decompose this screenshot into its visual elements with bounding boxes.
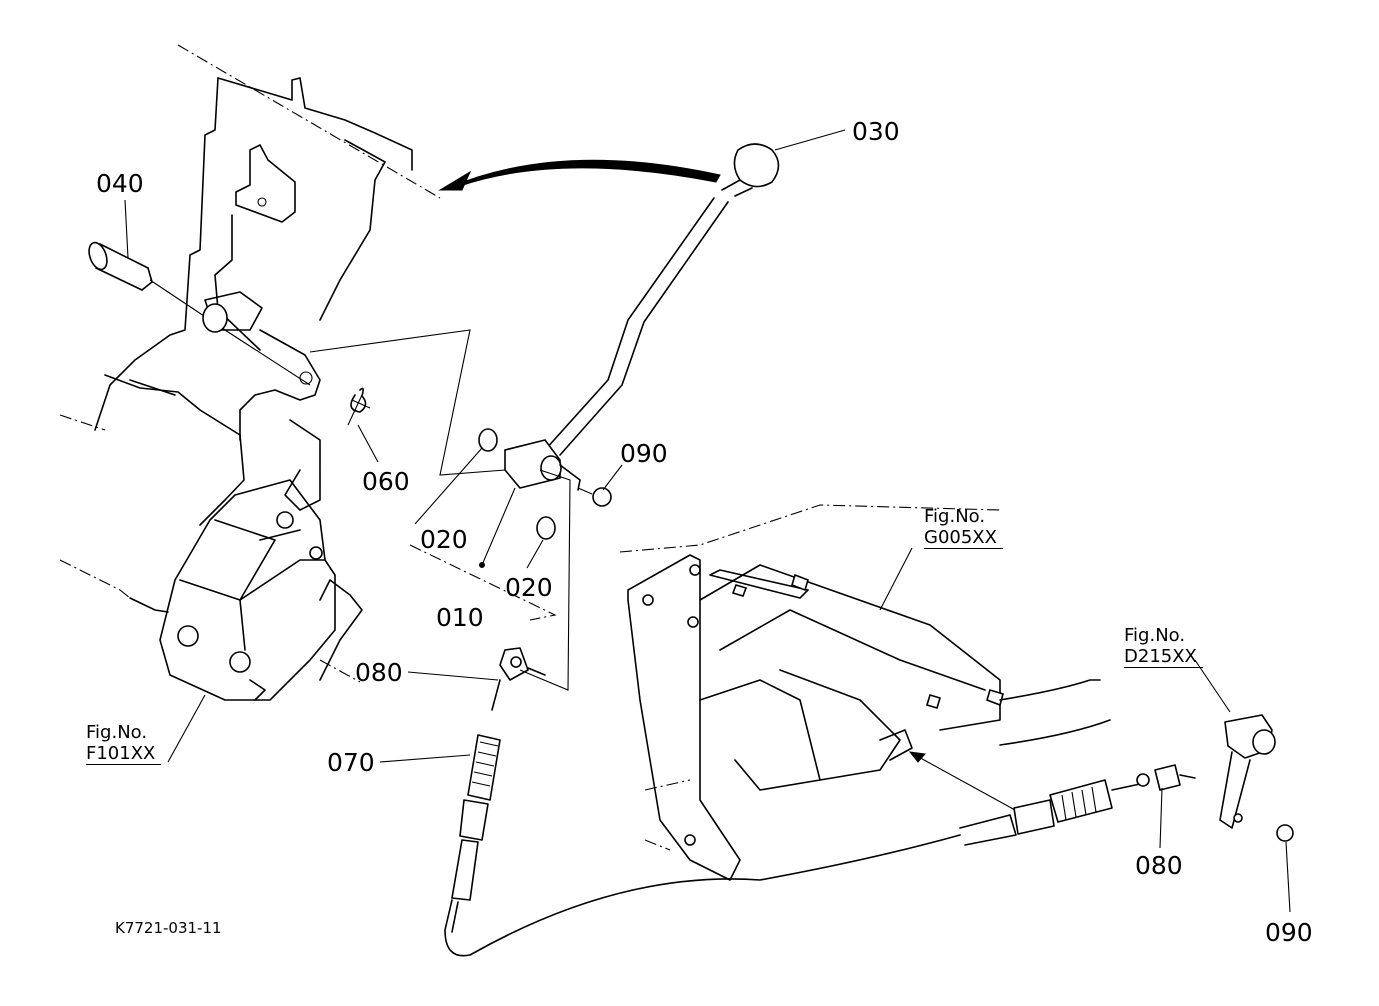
figure-ref-code: F101XX — [86, 743, 162, 766]
control-lever — [309, 143, 780, 691]
figure-ref-caption: Fig.No. — [924, 506, 986, 527]
drawing-code: K7721-031-11 — [115, 919, 222, 937]
part-label-070: 070 — [327, 748, 375, 777]
pin-040 — [88, 241, 311, 386]
right-frame-assembly — [619, 504, 1294, 881]
part-label-060: 060 — [362, 467, 410, 496]
control-cable — [444, 647, 1196, 957]
figure-ref-caption: Fig.No. — [1124, 625, 1186, 646]
part-label-080-left: 080 — [355, 658, 403, 687]
box-bracket — [159, 479, 336, 701]
part-label-090-lower: 090 — [1265, 918, 1313, 947]
part-label-010: 010 — [436, 603, 484, 632]
leader-lines — [124, 129, 1291, 913]
figure-ref-code: G005XX — [924, 527, 1003, 550]
part-label-040: 040 — [96, 169, 144, 198]
part-label-080-right: 080 — [1135, 851, 1183, 880]
part-label-020-left: 020 — [420, 525, 468, 554]
figure-ref-f101: Fig.No. F101XX — [86, 722, 162, 766]
clip-060 — [347, 387, 371, 426]
part-label-020-right: 020 — [505, 573, 553, 602]
part-label-030: 030 — [852, 117, 900, 146]
figure-ref-caption: Fig.No. — [86, 722, 148, 743]
part-label-090-upper: 090 — [620, 439, 668, 468]
figure-ref-code: D215XX — [1124, 646, 1203, 669]
figure-ref-d215: Fig.No. D215XX — [1124, 625, 1203, 669]
left-mounting-bracket — [59, 44, 441, 683]
figure-ref-g005: Fig.No. G005XX — [924, 506, 1003, 550]
